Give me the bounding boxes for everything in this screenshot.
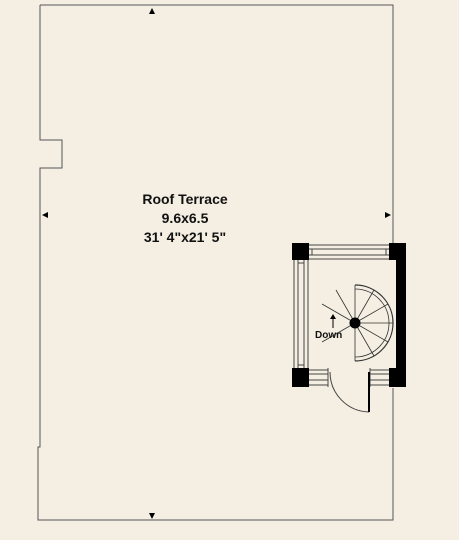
terrace-outline bbox=[37, 4, 394, 521]
stair-right-wall bbox=[396, 258, 406, 370]
bottom-dimension-marker bbox=[149, 513, 155, 519]
stair-direction-label: Down bbox=[315, 330, 343, 341]
stair-post-bottom-right bbox=[389, 368, 406, 387]
stair-post-top-left bbox=[292, 243, 309, 260]
stair-post-bottom-left bbox=[292, 368, 309, 387]
stair-enclosure bbox=[292, 243, 406, 413]
stair-direction-arrow bbox=[330, 314, 336, 319]
top-dimension-marker bbox=[149, 8, 155, 14]
room-name: Roof Terrace bbox=[142, 191, 228, 207]
door-swing bbox=[329, 371, 370, 413]
stair-post-top-right bbox=[389, 243, 406, 260]
room-size-imperial: 31' 4"x21' 5" bbox=[143, 229, 227, 245]
right-dimension-marker bbox=[385, 212, 391, 218]
spiral-staircase bbox=[321, 284, 394, 362]
room-label-roof-terrace: Roof Terrace 9.6x6.5 31' 4"x21' 5" bbox=[95, 190, 275, 247]
stair-center-post bbox=[349, 317, 361, 329]
left-dimension-marker bbox=[42, 212, 48, 218]
room-size-metric: 9.6x6.5 bbox=[161, 210, 209, 226]
